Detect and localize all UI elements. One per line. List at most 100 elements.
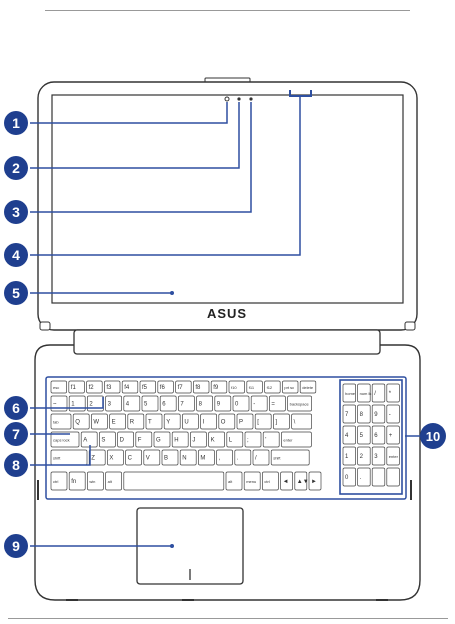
key <box>157 380 174 394</box>
key-label: W <box>93 420 99 426</box>
callout-badge-4: 4 <box>4 243 28 267</box>
key-label: 9 <box>217 402 221 408</box>
key <box>246 380 263 394</box>
key <box>171 431 189 448</box>
numpad-key <box>357 383 371 403</box>
key-label: 0 <box>345 475 349 481</box>
key <box>104 380 121 394</box>
callout-number: 8 <box>12 457 20 473</box>
key <box>262 471 279 491</box>
callout-number: 7 <box>12 426 20 442</box>
callout-number: 9 <box>12 538 20 554</box>
key <box>145 413 163 430</box>
key-label: J <box>192 438 195 444</box>
key <box>287 395 312 412</box>
key <box>175 380 192 394</box>
key-label: ctrl <box>264 479 269 484</box>
key-label: ctrl <box>53 479 58 484</box>
key <box>107 449 124 466</box>
key-label: O <box>221 420 226 426</box>
numpad-key <box>342 404 356 424</box>
key-label: shift <box>53 456 61 461</box>
key-label: . <box>360 475 362 481</box>
key-label: 2 <box>360 454 364 460</box>
key-label: shift <box>273 456 281 461</box>
key <box>127 413 145 430</box>
numpad-key <box>386 425 400 445</box>
key <box>236 413 254 430</box>
key-label: 8 <box>199 402 203 408</box>
camera-indicator-dot <box>224 96 230 102</box>
key <box>123 395 141 412</box>
key <box>72 413 90 430</box>
callout-number: 4 <box>12 247 20 263</box>
key <box>88 449 106 466</box>
key-label: win <box>89 479 95 484</box>
key-label: fn <box>71 479 76 485</box>
key-label: / <box>255 456 257 462</box>
key <box>86 380 103 394</box>
key-label: prt sc <box>284 385 294 390</box>
key <box>226 431 244 448</box>
key <box>291 413 312 430</box>
key <box>117 431 134 448</box>
key-label: / <box>374 391 376 397</box>
key-label: delete <box>302 385 314 390</box>
key <box>161 449 179 466</box>
key-label: 9 <box>374 412 378 418</box>
key-label: f6 <box>160 385 166 391</box>
key <box>143 449 161 466</box>
key-label: f1 <box>71 385 77 391</box>
key <box>216 449 233 466</box>
key-label: ◄ <box>283 479 289 485</box>
numpad-key <box>357 425 371 445</box>
key <box>264 380 281 394</box>
key <box>99 431 116 448</box>
callout-leaders <box>30 97 420 547</box>
key <box>190 431 207 448</box>
leader-9-dot <box>170 544 174 548</box>
callout-number: 2 <box>12 160 20 176</box>
key-label: F <box>138 438 142 444</box>
key <box>121 380 139 394</box>
key <box>105 471 122 491</box>
key <box>273 413 290 430</box>
key <box>250 395 268 412</box>
key <box>91 413 108 430</box>
key <box>196 395 213 412</box>
numpad-key <box>357 404 371 424</box>
numpad-key <box>371 467 386 487</box>
key-label: E <box>112 420 116 426</box>
numpad-key <box>386 446 400 466</box>
key-label: f9 <box>213 385 219 391</box>
key <box>139 380 156 394</box>
key <box>281 431 312 448</box>
key-label: Z <box>91 456 95 462</box>
key <box>68 380 85 394</box>
callout-number: 10 <box>426 429 440 444</box>
laptop-base <box>34 344 421 601</box>
key-label: f3 <box>106 385 112 391</box>
key-label: 6 <box>374 433 378 439</box>
key <box>232 395 250 412</box>
key <box>68 471 86 491</box>
key-label: enter <box>389 454 399 459</box>
key <box>269 395 286 412</box>
key <box>299 380 317 394</box>
key-label: A <box>83 438 87 444</box>
numpad-key <box>371 383 386 403</box>
key-label: - <box>253 402 255 408</box>
key-label: I <box>203 420 205 426</box>
key-label: alt <box>228 479 233 484</box>
callout-badge-10: 10 <box>420 423 446 449</box>
key-label: - <box>389 412 391 418</box>
numpad-key <box>342 425 356 445</box>
key-label: f11 <box>249 385 255 390</box>
key-label: tab <box>53 420 59 425</box>
hinge-bar <box>73 329 381 355</box>
key <box>214 395 232 412</box>
numpad-key <box>371 404 386 424</box>
key <box>234 449 252 466</box>
key <box>193 380 210 394</box>
